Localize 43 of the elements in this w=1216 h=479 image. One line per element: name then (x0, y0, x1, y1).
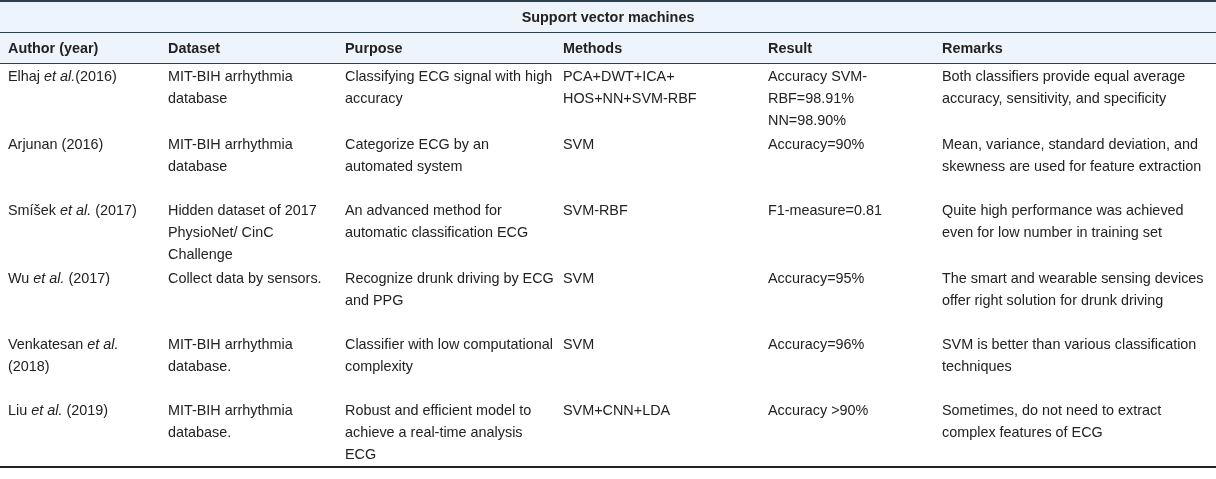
table-cell-text: Robust and efficient model to achieve a real-time analysis ECG (345, 402, 532, 462)
table-cell-text: Hidden dataset of 2017 PhysioNet/ CinC Challenge (168, 202, 317, 262)
table-cell-text: Quite high performance was achieved even for low number in training set (942, 202, 1184, 240)
table-cell-text: Classifier with low computational complexity (345, 336, 553, 374)
table-cell-text: MIT-BIH arrhythmia database. (168, 402, 293, 440)
table-cell-text: SVM (563, 336, 595, 352)
table-cell-text: Recognize drunk driving by ECG and PPG (345, 270, 554, 308)
table-cell-text: The smart and wearable sensing devices offer right solution for drunk driving (942, 270, 1204, 308)
table-cell-text: Liu et al. (2019) (8, 402, 108, 418)
table-cell-text: Elhaj et al.(2016) (8, 68, 117, 84)
table-cell-text: Both classifiers provide equal average accuracy, sensitivity, and specificity (942, 68, 1186, 106)
table-cell-text: Accuracy >90% (768, 402, 869, 418)
table-cell-text: Collect data by sensors. (168, 270, 322, 286)
table-cell-text: PCA+DWT+ICA+ HOS+NN+SVM-RBF (563, 68, 697, 106)
table-cell-text: Arjunan (2016) (8, 136, 104, 152)
column-header: Result (760, 32, 934, 64)
table-cell-text: MIT-BIH arrhythmia database. (168, 336, 293, 374)
table-cell-text: Accuracy SVM-RBF=98.91% NN=98.90% (768, 68, 868, 128)
table-cell-text: SVM (563, 270, 595, 286)
table-cell-text: Classifying ECG signal with high accuracy (345, 68, 553, 106)
column-header: Purpose (337, 32, 555, 64)
table-cell-text: An advanced method for automatic classification ECG (345, 202, 529, 240)
table-cell-text: SVM-RBF (563, 202, 628, 218)
table-cell-text: F1-measure=0.81 (768, 202, 882, 218)
table-cell-text: MIT-BIH arrhythmia database (168, 68, 293, 106)
table-cell-text: SVM is better than various classification techniques (942, 336, 1197, 374)
table-cell-text: MIT-BIH arrhythmia database (168, 136, 293, 174)
table-cell-text: Venkatesan et al. (2018) (8, 336, 119, 374)
table-cell-text: Accuracy=96% (768, 336, 865, 352)
column-header: Dataset (160, 32, 337, 64)
table-cell-text: Wu et al. (2017) (8, 270, 111, 286)
table-cell-text: Mean, variance, standard deviation, and skewness are used for feature extraction (942, 136, 1202, 174)
table-cell-text: Categorize ECG by an automated system (345, 136, 489, 174)
table-cell-text: Accuracy=95% (768, 270, 865, 286)
column-header: Methods (555, 32, 760, 64)
table-cell-text: Sometimes, do not need to extract complex features of ECG (942, 402, 1162, 440)
table-cell-text: Smíšek et al. (2017) (8, 202, 137, 218)
table-title: Support vector machines (0, 1, 1216, 33)
column-header: Remarks (934, 32, 1216, 64)
table-cell-text: Accuracy=90% (768, 136, 865, 152)
table-cell-text: SVM+CNN+LDA (563, 402, 671, 418)
table-cell-text: SVM (563, 136, 595, 152)
column-header: Author (year) (0, 32, 160, 64)
